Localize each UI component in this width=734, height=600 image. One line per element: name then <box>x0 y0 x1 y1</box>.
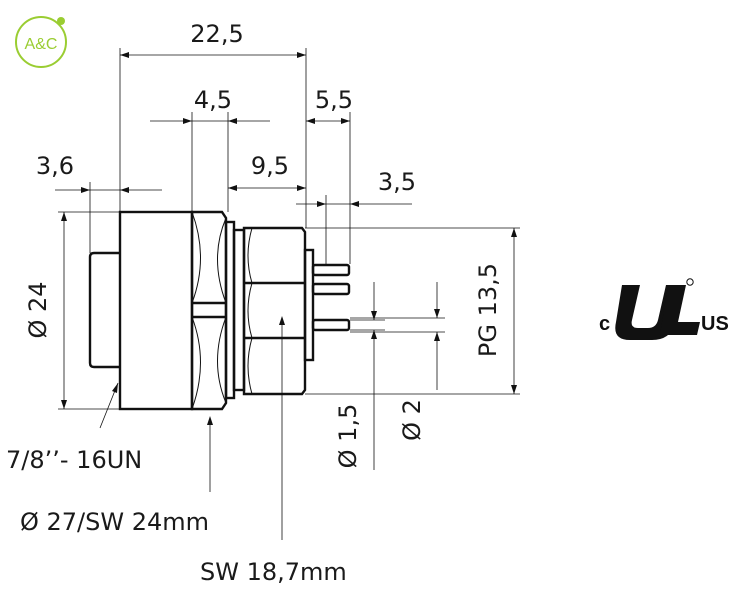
callout-hex: SW 18,7mm <box>200 558 347 586</box>
ul-logo-icon <box>615 278 700 340</box>
pin-2 <box>311 282 351 296</box>
logo: A&C <box>15 16 67 68</box>
ul-certification: c US <box>599 278 729 340</box>
callout-nut: Ø 27/SW 24mm <box>20 508 209 536</box>
dim-flange-length: 3,6 <box>36 152 74 180</box>
connector-drawing <box>88 210 351 411</box>
callout-labels: 7/8’’- 16UN Ø 27/SW 24mm SW 18,7mm <box>6 446 347 586</box>
ul-c-text: c <box>599 313 610 335</box>
dim-thread-pg: PG 13,5 <box>474 263 502 357</box>
dim-overall-length: 22,5 <box>190 20 243 48</box>
dim-pin-diameter-large: Ø 2 <box>398 399 426 441</box>
ul-us-text: US <box>701 313 729 335</box>
dim-body-length: 9,5 <box>251 152 289 180</box>
hex-curve-2 <box>247 282 253 339</box>
pin-1 <box>311 263 351 277</box>
nut-curve-top <box>191 211 201 304</box>
logo-dot <box>57 17 65 25</box>
dimension-labels: 22,5 4,5 5,5 3,6 9,5 3,5 Ø 24 PG 13,5 Ø … <box>24 20 502 468</box>
rear-cap <box>88 251 120 369</box>
pin-insert <box>303 248 315 362</box>
pin-3 <box>311 318 351 332</box>
nut-curve-bot-r <box>217 316 227 404</box>
dim-diameter-body: Ø 24 <box>24 281 52 338</box>
hex-curve-1 <box>247 227 253 284</box>
nut-curve-top-r <box>217 217 227 304</box>
dim-pin-offset: 3,5 <box>378 168 416 196</box>
hex-curve-3 <box>247 337 253 395</box>
main-body <box>118 210 194 411</box>
front-hex <box>242 226 307 396</box>
thread-collar <box>232 228 246 392</box>
logo-ring <box>15 16 67 68</box>
dim-pin-length: 5,5 <box>315 86 353 114</box>
hex-nut <box>190 210 228 411</box>
dim-pin-diameter-small: Ø 1,5 <box>334 404 362 469</box>
callout-thread: 7/8’’- 16UN <box>6 446 142 474</box>
logo-text: A&C <box>25 36 58 53</box>
dimension-lines <box>55 48 520 540</box>
nut-curve-bot <box>191 316 201 410</box>
dim-nut-width: 4,5 <box>194 86 232 114</box>
pins <box>311 263 351 332</box>
